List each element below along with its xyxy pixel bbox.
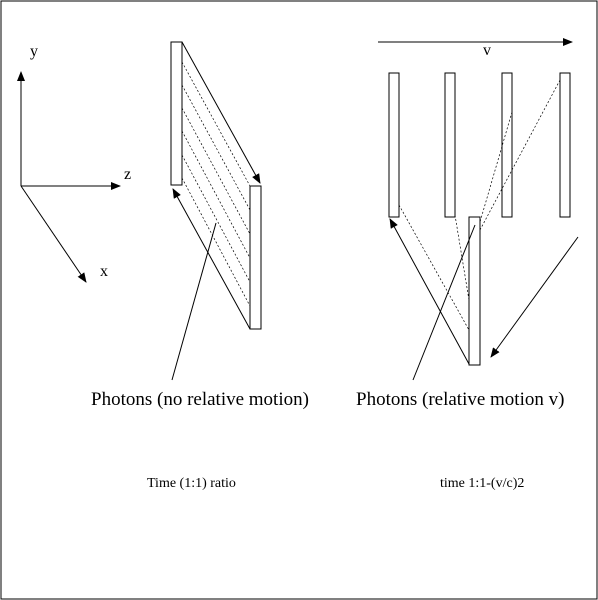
left-caption: Photons (no relative motion) <box>91 389 309 410</box>
right-caption-pointer <box>412 224 476 381</box>
photon-path-down <box>181 41 261 184</box>
x-axis-arrow <box>20 185 87 283</box>
moving-plate-2 <box>444 72 456 218</box>
right-caption: Photons (relative motion v) <box>356 389 564 410</box>
moving-plate-3 <box>501 72 513 218</box>
right-panel: v Photons (relative motion v) time 1:1-(… <box>356 38 579 491</box>
velocity-label: v <box>483 42 491 59</box>
photon-traces <box>181 61 251 307</box>
moving-plate-1 <box>388 72 400 218</box>
left-caption-pointer <box>171 222 217 381</box>
z-axis-label: z <box>124 166 131 183</box>
photon-path-incoming <box>490 236 579 358</box>
moving-plate-4 <box>559 72 571 218</box>
stationary-plate <box>468 216 481 366</box>
right-time-label: time 1:1-(v/c)2 <box>440 476 524 491</box>
left-panel: Photons (no relative motion) Time (1:1) … <box>91 41 309 491</box>
y-axis-label: y <box>30 43 38 60</box>
x-axis-label: x <box>100 263 108 280</box>
photon-path-return <box>389 218 470 365</box>
coordinate-axes: y z x <box>17 43 131 283</box>
left-time-label: Time (1:1) ratio <box>147 476 236 491</box>
left-plate-bottom <box>249 185 262 330</box>
left-plate-top <box>170 41 183 186</box>
relative-photon-traces <box>398 79 561 331</box>
photon-path-up <box>172 188 251 330</box>
